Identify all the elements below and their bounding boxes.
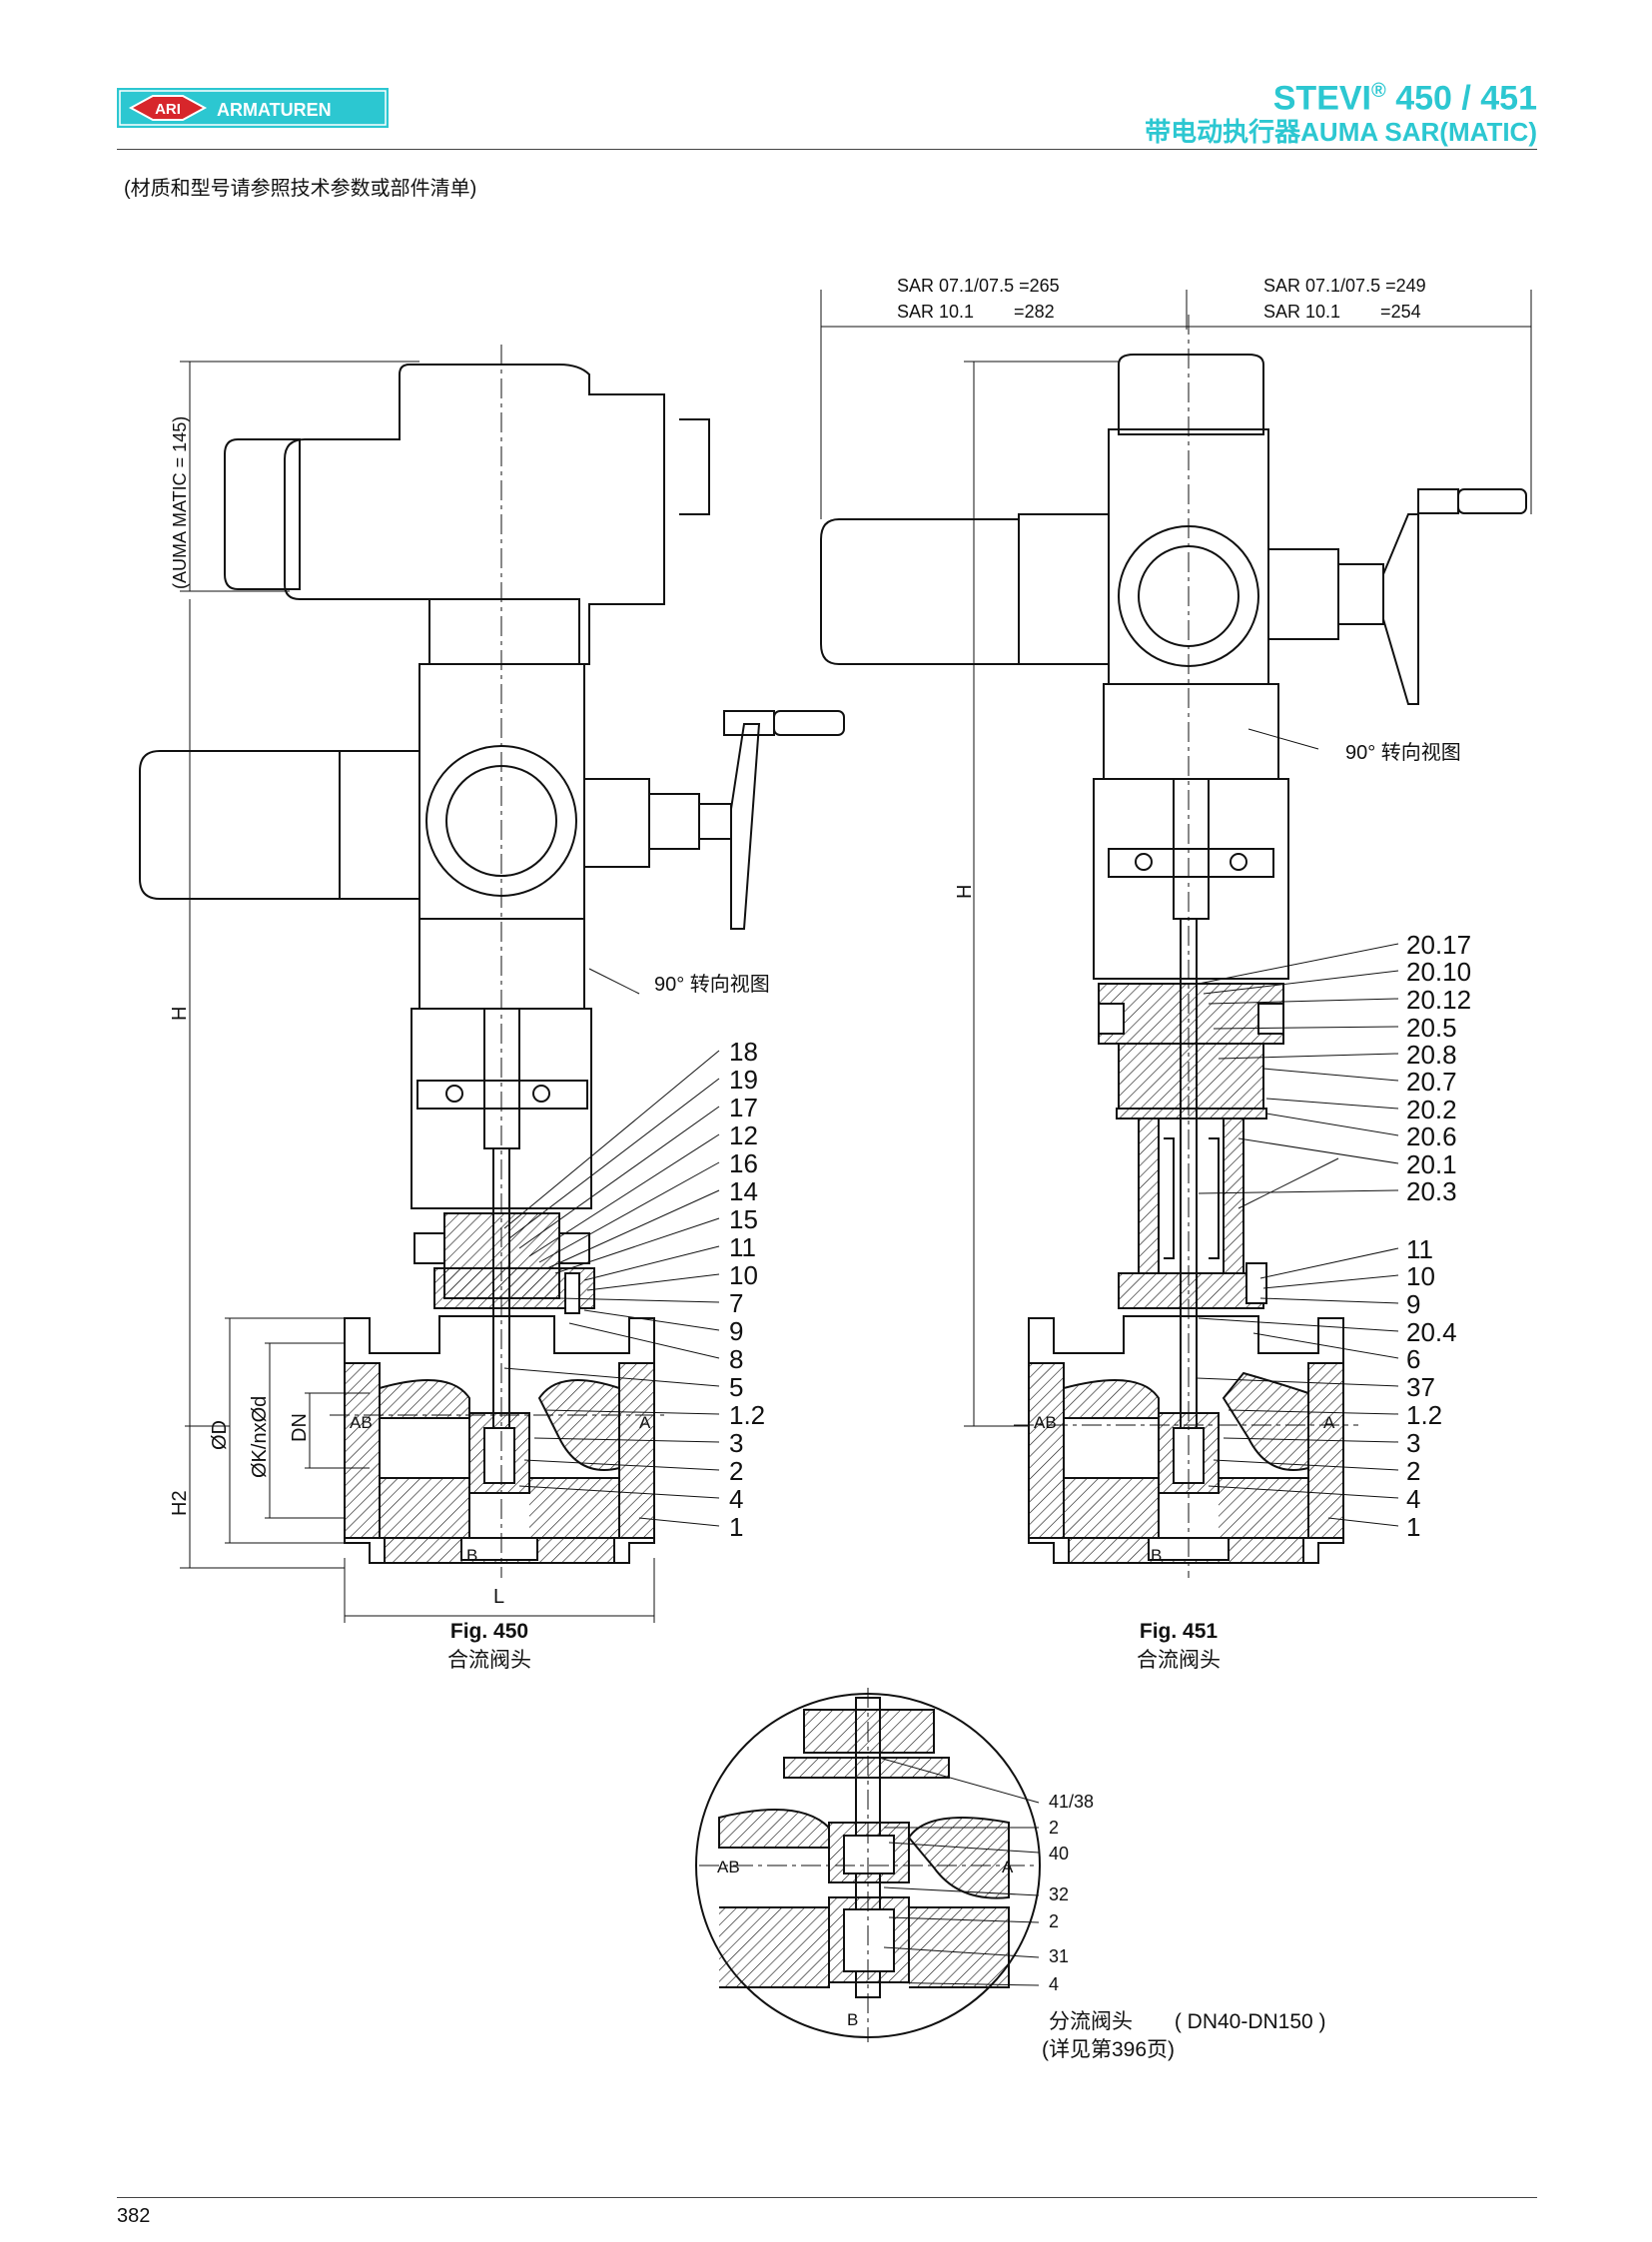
fig450-part: 1.2 <box>729 1400 765 1430</box>
logo-text: ARMATUREN <box>217 100 332 120</box>
fig451-part: 20.3 <box>1406 1176 1457 1206</box>
detail-port-ab: AB <box>717 1858 740 1876</box>
fig451-part: 20.2 <box>1406 1095 1457 1124</box>
fig450-part: 19 <box>729 1065 758 1095</box>
fig451-part: 20.5 <box>1406 1013 1457 1043</box>
detail-caption-ref: (详见第396页) <box>1042 2038 1176 2061</box>
detail-part: 32 <box>1049 1884 1069 1904</box>
fig451-dim-h: H <box>954 885 976 899</box>
fig450-part: 2 <box>729 1456 743 1486</box>
fig450-part: 12 <box>729 1121 758 1150</box>
detail-part: 2 <box>1049 1911 1059 1931</box>
fig450-part: 11 <box>729 1232 756 1262</box>
fig451-part: 37 <box>1406 1372 1435 1402</box>
fig451-view-note: 90° 转向视图 <box>1345 741 1461 764</box>
footer-divider <box>117 2197 1537 2198</box>
fig451-part: 20.7 <box>1406 1067 1457 1097</box>
fig450-dim-k: ØK/nxØd <box>249 1396 271 1478</box>
fig450-dim-dn: DN <box>289 1413 311 1442</box>
fig450-dim-l: L <box>493 1586 504 1608</box>
fig451-part: 9 <box>1406 1289 1420 1319</box>
fig450-part: 9 <box>729 1316 743 1346</box>
fig451-part: 20.1 <box>1406 1149 1457 1179</box>
title-product: STEVI <box>1272 79 1371 118</box>
fig450-dim-h: H <box>169 1007 191 1021</box>
fig451-part: 20.12 <box>1406 985 1471 1015</box>
fig450-part: 3 <box>729 1428 743 1458</box>
fig450-part: 15 <box>729 1204 758 1234</box>
fig451-dim-left-1: SAR 07.1/07.5 =265 <box>897 276 1060 296</box>
fig451-port-a: A <box>1323 1413 1335 1432</box>
detail-port-a: A <box>1002 1858 1014 1876</box>
fig450-label: Fig. 450 <box>449 1620 529 1643</box>
fig450-port-a: A <box>639 1413 651 1432</box>
fig450-part: 1 <box>729 1512 743 1542</box>
logo-badge-text: ARI <box>155 101 181 118</box>
fig451-dim-right-2: SAR 10.1 =254 <box>1263 302 1421 322</box>
detail-port-b: B <box>847 2010 858 2029</box>
title-registered: ® <box>1371 80 1386 102</box>
fig450-part: 16 <box>729 1148 758 1178</box>
fig451-subtitle: 合流阀头 <box>1137 1649 1221 1672</box>
detail-caption-title: 分流阀头 <box>1049 2010 1133 2033</box>
material-note: (材质和型号请参照技术参数或部件清单) <box>124 178 477 200</box>
detail-caption: 分流阀头 ( DN40-DN150 ) <box>1049 2005 1348 2035</box>
fig450-part: 8 <box>729 1344 743 1374</box>
fig451-caption: Fig. 451 合流阀头 <box>1089 1620 1268 1674</box>
fig451-port-b: B <box>1151 1546 1162 1565</box>
fig451-part: 20.4 <box>1406 1317 1457 1347</box>
fig451-part: 1.2 <box>1406 1400 1442 1430</box>
fig450-part: 10 <box>729 1260 758 1290</box>
fig451-part: 1 <box>1406 1512 1420 1542</box>
fig451-part: 4 <box>1406 1484 1420 1514</box>
fig450-part-list: 18 19 17 12 16 14 15 11 10 7 9 8 5 1.2 3… <box>729 1037 765 1542</box>
fig450-part: 7 <box>729 1288 743 1318</box>
fig450-part: 4 <box>729 1484 743 1514</box>
fig451-part: 20.17 <box>1406 930 1471 960</box>
title-subtitle: 带电动执行器AUMA SAR(MATIC) <box>1145 117 1537 148</box>
fig451-label: Fig. 451 <box>1139 1620 1219 1643</box>
detail-drawing <box>695 1688 1041 2042</box>
header-divider <box>117 149 1537 150</box>
fig451-part-list: 20.17 20.10 20.12 20.5 20.8 20.7 20.2 20… <box>1406 930 1471 1542</box>
fig451-port-ab: AB <box>1034 1413 1057 1432</box>
detail-part-list: 41/38 2 40 32 2 31 4 <box>1049 1792 1094 1994</box>
fig451-part: 6 <box>1406 1344 1420 1374</box>
fig451-part: 2 <box>1406 1456 1420 1486</box>
detail-caption-range: ( DN40-DN150 ) <box>1174 2010 1326 2033</box>
fig450-dim-auma: (AUMA MATIC = 145) <box>170 416 190 589</box>
fig450-part: 17 <box>729 1093 758 1122</box>
fig451-dim-right-1: SAR 07.1/07.5 =249 <box>1263 276 1426 296</box>
fig451-part: 11 <box>1406 1234 1433 1264</box>
detail-part: 2 <box>1049 1818 1059 1838</box>
fig450-caption: Fig. 450 合流阀头 <box>400 1620 579 1674</box>
detail-part: 31 <box>1049 1946 1069 1966</box>
fig450-drawing <box>139 345 845 1623</box>
ari-armaturen-logo: ARI ARMATUREN <box>117 88 389 128</box>
fig451-part: 20.8 <box>1406 1040 1457 1070</box>
fig450-part: 14 <box>729 1176 758 1206</box>
fig450-part: 5 <box>729 1372 743 1402</box>
fig451-drawing <box>820 290 1532 1578</box>
page-title: STEVI® 450 / 451 带电动执行器AUMA SAR(MATIC) <box>1145 72 1537 147</box>
fig450-dim-d: ØD <box>209 1420 231 1450</box>
fig451-part: 20.10 <box>1406 957 1471 987</box>
fig450-port-b: B <box>466 1546 477 1565</box>
fig451-part: 3 <box>1406 1428 1420 1458</box>
title-figures: 450 / 451 <box>1385 79 1537 118</box>
fig450-subtitle: 合流阀头 <box>447 1649 531 1672</box>
detail-part: 41/38 <box>1049 1792 1094 1812</box>
detail-part: 4 <box>1049 1974 1059 1994</box>
fig451-dim-left-2: SAR 10.1 =282 <box>897 302 1055 322</box>
fig450-view-note: 90° 转向视图 <box>654 973 770 996</box>
fig451-part: 10 <box>1406 1261 1435 1291</box>
fig451-part: 20.6 <box>1406 1121 1457 1151</box>
page-number: 382 <box>117 2205 151 2227</box>
detail-part: 40 <box>1049 1844 1069 1864</box>
fig450-dim-h2: H2 <box>169 1490 191 1516</box>
fig450-port-ab: AB <box>350 1413 373 1432</box>
fig450-part: 18 <box>729 1037 758 1067</box>
